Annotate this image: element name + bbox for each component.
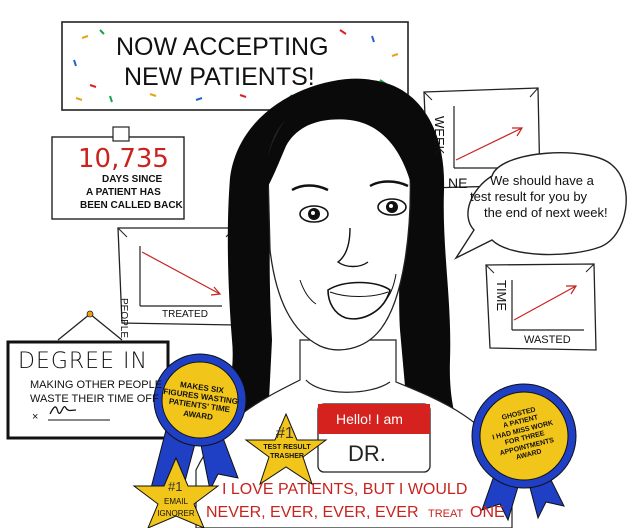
degree-line-1: MAKING OTHER PEOPLE: [30, 379, 163, 391]
counter-number: 10,735: [78, 144, 169, 174]
star-award-1: [244, 412, 328, 486]
speech-bubble: [454, 152, 627, 260]
banner-line-2: NEW PATIENTS!: [124, 63, 315, 91]
star1-line-1: TEST RESULT: [263, 444, 311, 451]
star1-rank: #1: [276, 425, 294, 442]
ribbon-award-1: [149, 353, 247, 502]
counter-line-2: A PATIENT HAS: [86, 187, 161, 198]
shirt-line-2c: ONE: [470, 504, 505, 521]
name-tag-name: DR.: [348, 441, 386, 466]
banner-sign: [61, 21, 409, 111]
counter-line-1: DAYS SINCE: [102, 174, 163, 185]
star2-line-2: IGNORER: [157, 509, 195, 518]
person-face: [265, 91, 416, 351]
chart-people-xlabel: TREATED: [162, 309, 208, 320]
chart-week-xlabel: NE: [448, 175, 468, 191]
star2-line-1: EMAIL: [163, 497, 188, 506]
degree-line-2: WASTE THEIR TIME OFF: [30, 393, 159, 405]
chart-time-wasted: [485, 263, 597, 351]
degree-sign: [6, 310, 170, 440]
chart-time-ylabel: TIME: [494, 280, 509, 312]
counter-sign: [51, 126, 185, 220]
chart-week-ylabel: WEEK: [432, 116, 447, 155]
degree-title: DEGREE IN: [18, 349, 148, 374]
speech-line-2: test result for you by: [470, 189, 588, 204]
star-award-2: [132, 456, 220, 528]
degree-sign-mark: ×: [32, 411, 39, 423]
ribbon-award-2: [471, 383, 577, 522]
banner-line-1: NOW ACCEPTING: [116, 33, 329, 61]
name-tag-greeting: Hello! I am: [336, 411, 403, 427]
shirt-line-2a: NEVER, EVER, EVER, EVER: [206, 504, 419, 521]
counter-line-3: BEEN CALLED BACK: [80, 200, 183, 211]
star2-rank: #1: [168, 479, 183, 494]
shirt-line-2b: TREAT: [428, 508, 464, 520]
chart-people-ylabel: PEOPLE: [118, 298, 129, 339]
speech-line-3: the end of next week!: [484, 205, 608, 220]
shirt-line-1: I LOVE PATIENTS, BUT I WOULD: [222, 481, 468, 498]
speech-line-1: We should have a: [490, 173, 594, 188]
name-tag: [317, 403, 431, 473]
star1-line-2: TRASHER: [270, 453, 304, 460]
chart-time-xlabel: WASTED: [524, 334, 571, 346]
